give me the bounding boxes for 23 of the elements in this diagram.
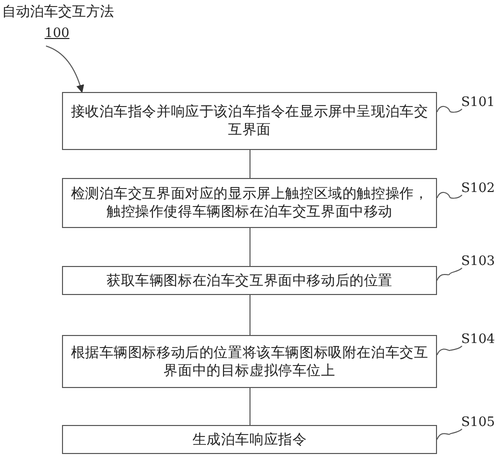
step-label: S104	[461, 332, 495, 346]
step-label: S105	[461, 414, 495, 430]
leader-line	[436, 428, 462, 440]
step-label: S103	[461, 254, 495, 268]
leader-line	[436, 268, 462, 281]
figure-title: 自动泊车交互方法	[2, 3, 114, 21]
step-text: 检测泊车交互界面对应的显示屏上触控区域的触控操作，触控操作使得车辆图标在泊车交互界面中移动	[70, 185, 430, 221]
step-label: S102	[461, 180, 495, 196]
reference-numeral: 100	[44, 26, 70, 40]
step-text: 生成泊车响应指令	[192, 430, 307, 448]
step-text: 接收泊车指令并响应于该泊车指令在显示屏中呈现泊车交互界面	[70, 103, 430, 139]
leader-line	[436, 192, 462, 199]
step-text: 根据车辆图标移动后的位置将该车辆图标吸附在泊车交互界面中的目标虚拟停车位上	[70, 344, 430, 380]
step-text: 获取车辆图标在泊车交互界面中移动后的位置	[106, 272, 392, 290]
process-box	[62, 92, 437, 150]
leader-line	[436, 346, 462, 356]
process-box	[62, 425, 437, 454]
process-box	[62, 266, 437, 295]
process-box	[62, 178, 437, 228]
leader-line	[436, 106, 462, 113]
step-label: S101	[461, 94, 495, 110]
process-box	[62, 335, 437, 388]
reference-arrow	[46, 46, 84, 93]
